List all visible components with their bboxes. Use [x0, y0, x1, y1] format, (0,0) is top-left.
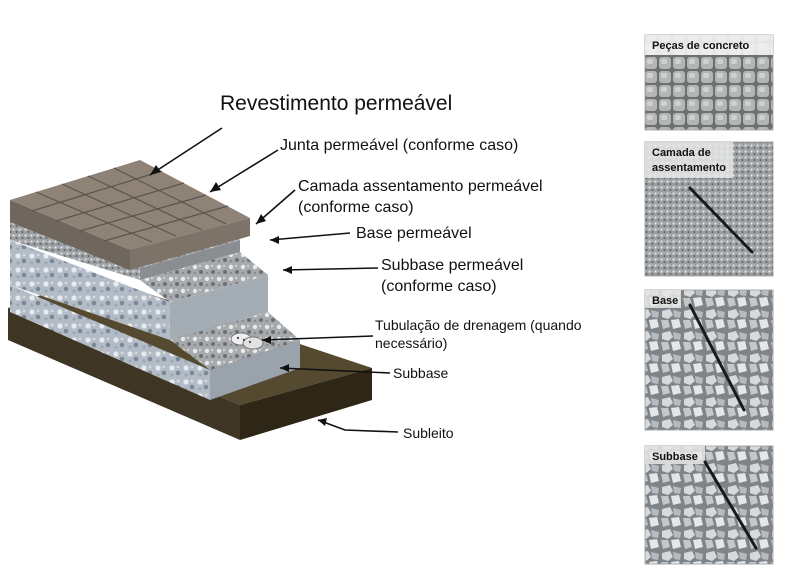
label-tubulacao-line2: necessário)	[375, 335, 447, 351]
layer-labels: Revestimento permeável Junta permeável (…	[220, 92, 582, 441]
photo-subbase: Subbase	[644, 445, 774, 565]
photo-camada-de-assentamento: Camada de assentamento	[644, 141, 774, 277]
label-subbase-permeavel-line2: (conforme caso)	[381, 278, 497, 295]
photo-base: Base	[644, 289, 774, 431]
subbase-permeavel-side	[170, 275, 268, 340]
subbase-side	[210, 340, 300, 400]
leader-lines	[149, 127, 399, 433]
label-camada-line1: Camada assentamento permeável	[298, 178, 543, 195]
leader-revestimento	[149, 127, 223, 176]
photo-caption-camada-line2: assentamento	[652, 162, 726, 174]
label-revestimento: Revestimento permeável	[220, 92, 452, 115]
label-junta: Junta permeável (conforme caso)	[280, 137, 518, 154]
paver-joints	[31, 167, 229, 243]
photo-caption-subbase: Subbase	[652, 451, 698, 463]
drainage-pipe	[230, 332, 264, 350]
subbase-permeavel-front	[10, 240, 170, 340]
photo-caption-base: Base	[652, 295, 678, 307]
leader-subbase-perm	[282, 267, 379, 271]
subleito-front	[8, 308, 240, 440]
pavers-top	[10, 160, 250, 250]
pencil-icon	[688, 303, 746, 412]
photo-caption-camada-line1: Camada de	[652, 147, 711, 159]
photo-pecas-de-concreto: Peças de concreto	[644, 34, 774, 131]
leader-subbase	[279, 367, 391, 374]
label-subbase: Subbase	[393, 365, 448, 381]
pavers-front	[10, 200, 130, 270]
subbase-front	[10, 285, 210, 400]
leader-base	[269, 232, 351, 241]
pavers-side	[130, 218, 250, 270]
leader-subleito	[317, 419, 399, 433]
base-permeavel-side	[140, 240, 240, 280]
label-subbase-permeavel-line1: Subbase permeável	[381, 257, 523, 274]
pencil-icon	[703, 460, 758, 550]
pencil-icon	[688, 186, 754, 254]
label-camada-line2: (conforme caso)	[298, 199, 414, 216]
subbase-permeavel-top	[140, 252, 268, 302]
photo-caption-pecas: Peças de concreto	[652, 40, 749, 52]
leader-tubulacao	[261, 335, 374, 341]
material-photos: Peças de concreto Camada de assentamento…	[644, 34, 774, 565]
leader-junta	[209, 149, 279, 193]
label-tubulacao-line1: Tubulação de drenagem (quando	[375, 317, 582, 333]
pavement-section-illustration	[8, 160, 372, 440]
label-subleito: Subleito	[403, 425, 454, 441]
subleito-side	[240, 368, 372, 440]
label-base-permeavel: Base permeável	[356, 225, 472, 242]
